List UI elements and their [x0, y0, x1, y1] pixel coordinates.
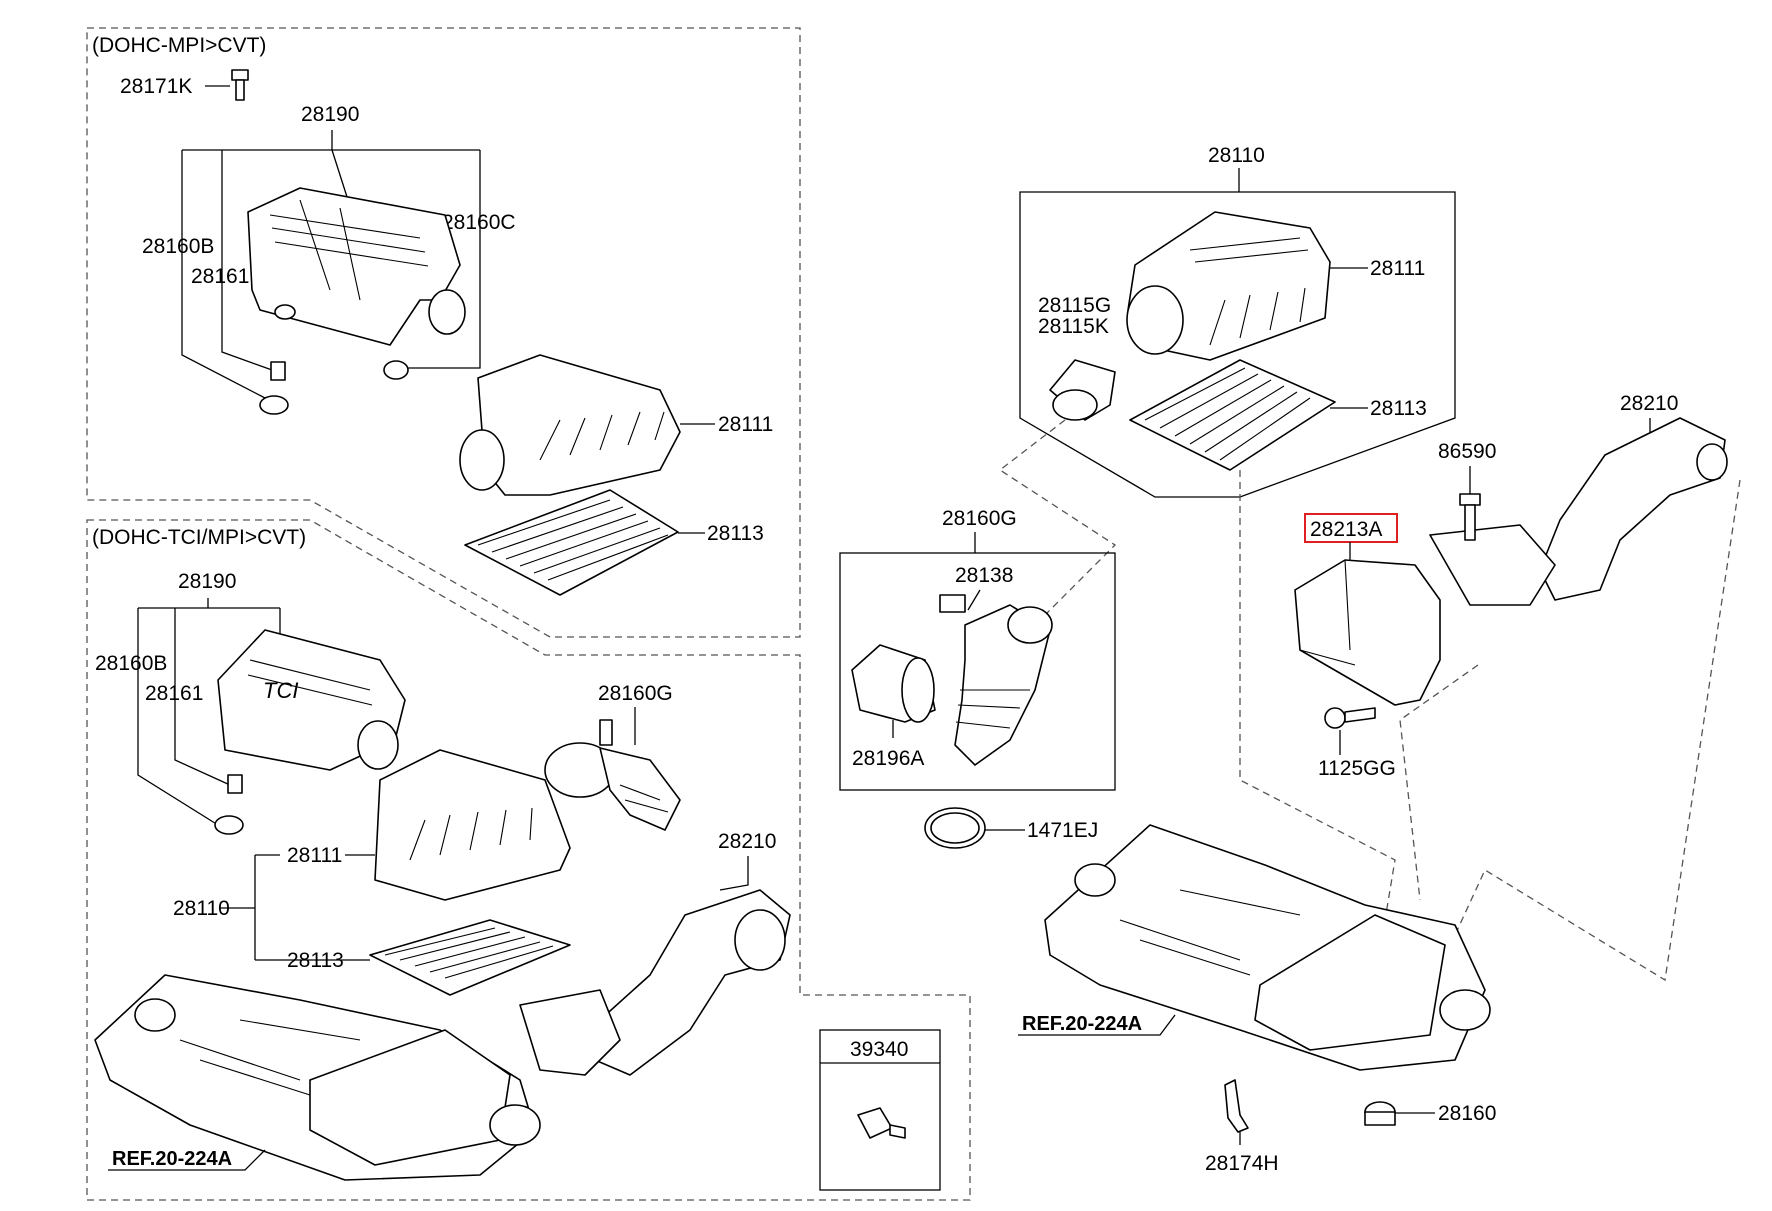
air-cleaner-body-tci [374, 749, 571, 901]
frame-dohc-mpi [86, 27, 801, 638]
label-28115k: 28115K [1038, 315, 1109, 338]
label-28160c: 28160C [442, 211, 516, 234]
intake-duct-28210-tci [519, 889, 791, 1076]
frame-dohc-tci [86, 519, 971, 1201]
bolt-86590-icon [1459, 493, 1481, 541]
label-28160g-tci: 28160G [598, 682, 673, 705]
label-28210-tci: 28210 [718, 830, 776, 853]
label-28196a: 28196A [852, 747, 924, 770]
tci-emblem-icon: TCI [263, 678, 298, 703]
sleeve-28196a-icon [851, 644, 936, 723]
grommet-28160-icon [1364, 1101, 1396, 1126]
air-filter-mpi [464, 489, 679, 596]
intake-manifold-ref-left [94, 974, 541, 1181]
label-28111-right: 28111 [1370, 257, 1425, 280]
air-cleaner-body-mpi [459, 354, 681, 496]
label-28210-right: 28210 [1620, 392, 1678, 415]
bolt-1125gg-icon [1324, 707, 1376, 729]
label-28110-tci: 28110 [173, 897, 230, 920]
sleeve-28115g-icon [1049, 359, 1116, 421]
section-title-mpi: (DOHC-MPI>CVT) [92, 34, 266, 57]
air-cleaner-cover-mpi [247, 187, 466, 346]
label-28190-mpi: 28190 [301, 103, 359, 126]
duct-28213a[interactable] [1294, 559, 1441, 706]
label-28115g: 28115G [1038, 294, 1111, 317]
label-28213a[interactable]: 28213A [1310, 518, 1382, 541]
grommet-28161-mpi-icon [270, 361, 286, 381]
air-filter-right [1129, 359, 1336, 471]
grommet-28160b-tci-icon [214, 815, 244, 835]
label-ref-right: REF.20-224A [1022, 1013, 1142, 1035]
label-28160b-mpi: 28160B [142, 235, 214, 258]
label-28110: 28110 [1208, 144, 1265, 167]
label-28161-mpi: 28161 [191, 265, 249, 288]
intake-hose-28160g-tci [544, 719, 681, 831]
box-28160g [839, 552, 1116, 791]
label-28113-mpi: 28113 [707, 522, 764, 545]
highlight-28213a [1304, 513, 1398, 543]
clip-28174h-icon [1224, 1079, 1249, 1133]
grommet-28161-tci-icon [227, 774, 243, 794]
section-title-tci: (DOHC-TCI/MPI>CVT) [92, 526, 306, 549]
bolt-28171k-icon [231, 69, 249, 101]
label-28160: 28160 [1438, 1102, 1496, 1125]
label-28113-tci: 28113 [287, 949, 344, 972]
label-ref-left: REF.20-224A [112, 1148, 232, 1170]
intake-duct-28210-right [1429, 417, 1728, 606]
label-28171k: 28171K [120, 75, 192, 98]
label-28161-tci: 28161 [145, 682, 203, 705]
air-filter-tci [369, 919, 571, 996]
sensor-39340-icon [857, 1107, 906, 1139]
grommet-28160b-mpi-icon [259, 395, 289, 415]
clamp-1471ej-icon [924, 807, 986, 849]
grommet-28160c-icon [383, 360, 409, 380]
label-1125gg: 1125GG [1318, 757, 1396, 780]
label-39340: 39340 [850, 1038, 908, 1061]
air-cleaner-cover-tci: TCI [217, 629, 406, 771]
label-1471ej: 1471EJ [1027, 819, 1098, 842]
air-cleaner-cover-right [1126, 211, 1331, 361]
label-28160b-tci: 28160B [95, 652, 167, 675]
box-39340 [819, 1029, 941, 1191]
intake-manifold-ref-right [1044, 824, 1491, 1071]
label-86590: 86590 [1438, 440, 1496, 463]
intake-hose-28160g-right [939, 594, 1053, 766]
label-28138: 28138 [955, 564, 1013, 587]
label-28111-mpi: 28111 [718, 413, 773, 436]
label-28111-tci: 28111 [287, 844, 342, 867]
label-28113-right: 28113 [1370, 397, 1427, 420]
label-28160g-right: 28160G [942, 507, 1017, 530]
label-28190-tci: 28190 [178, 570, 236, 593]
label-28174h: 28174H [1205, 1152, 1279, 1175]
